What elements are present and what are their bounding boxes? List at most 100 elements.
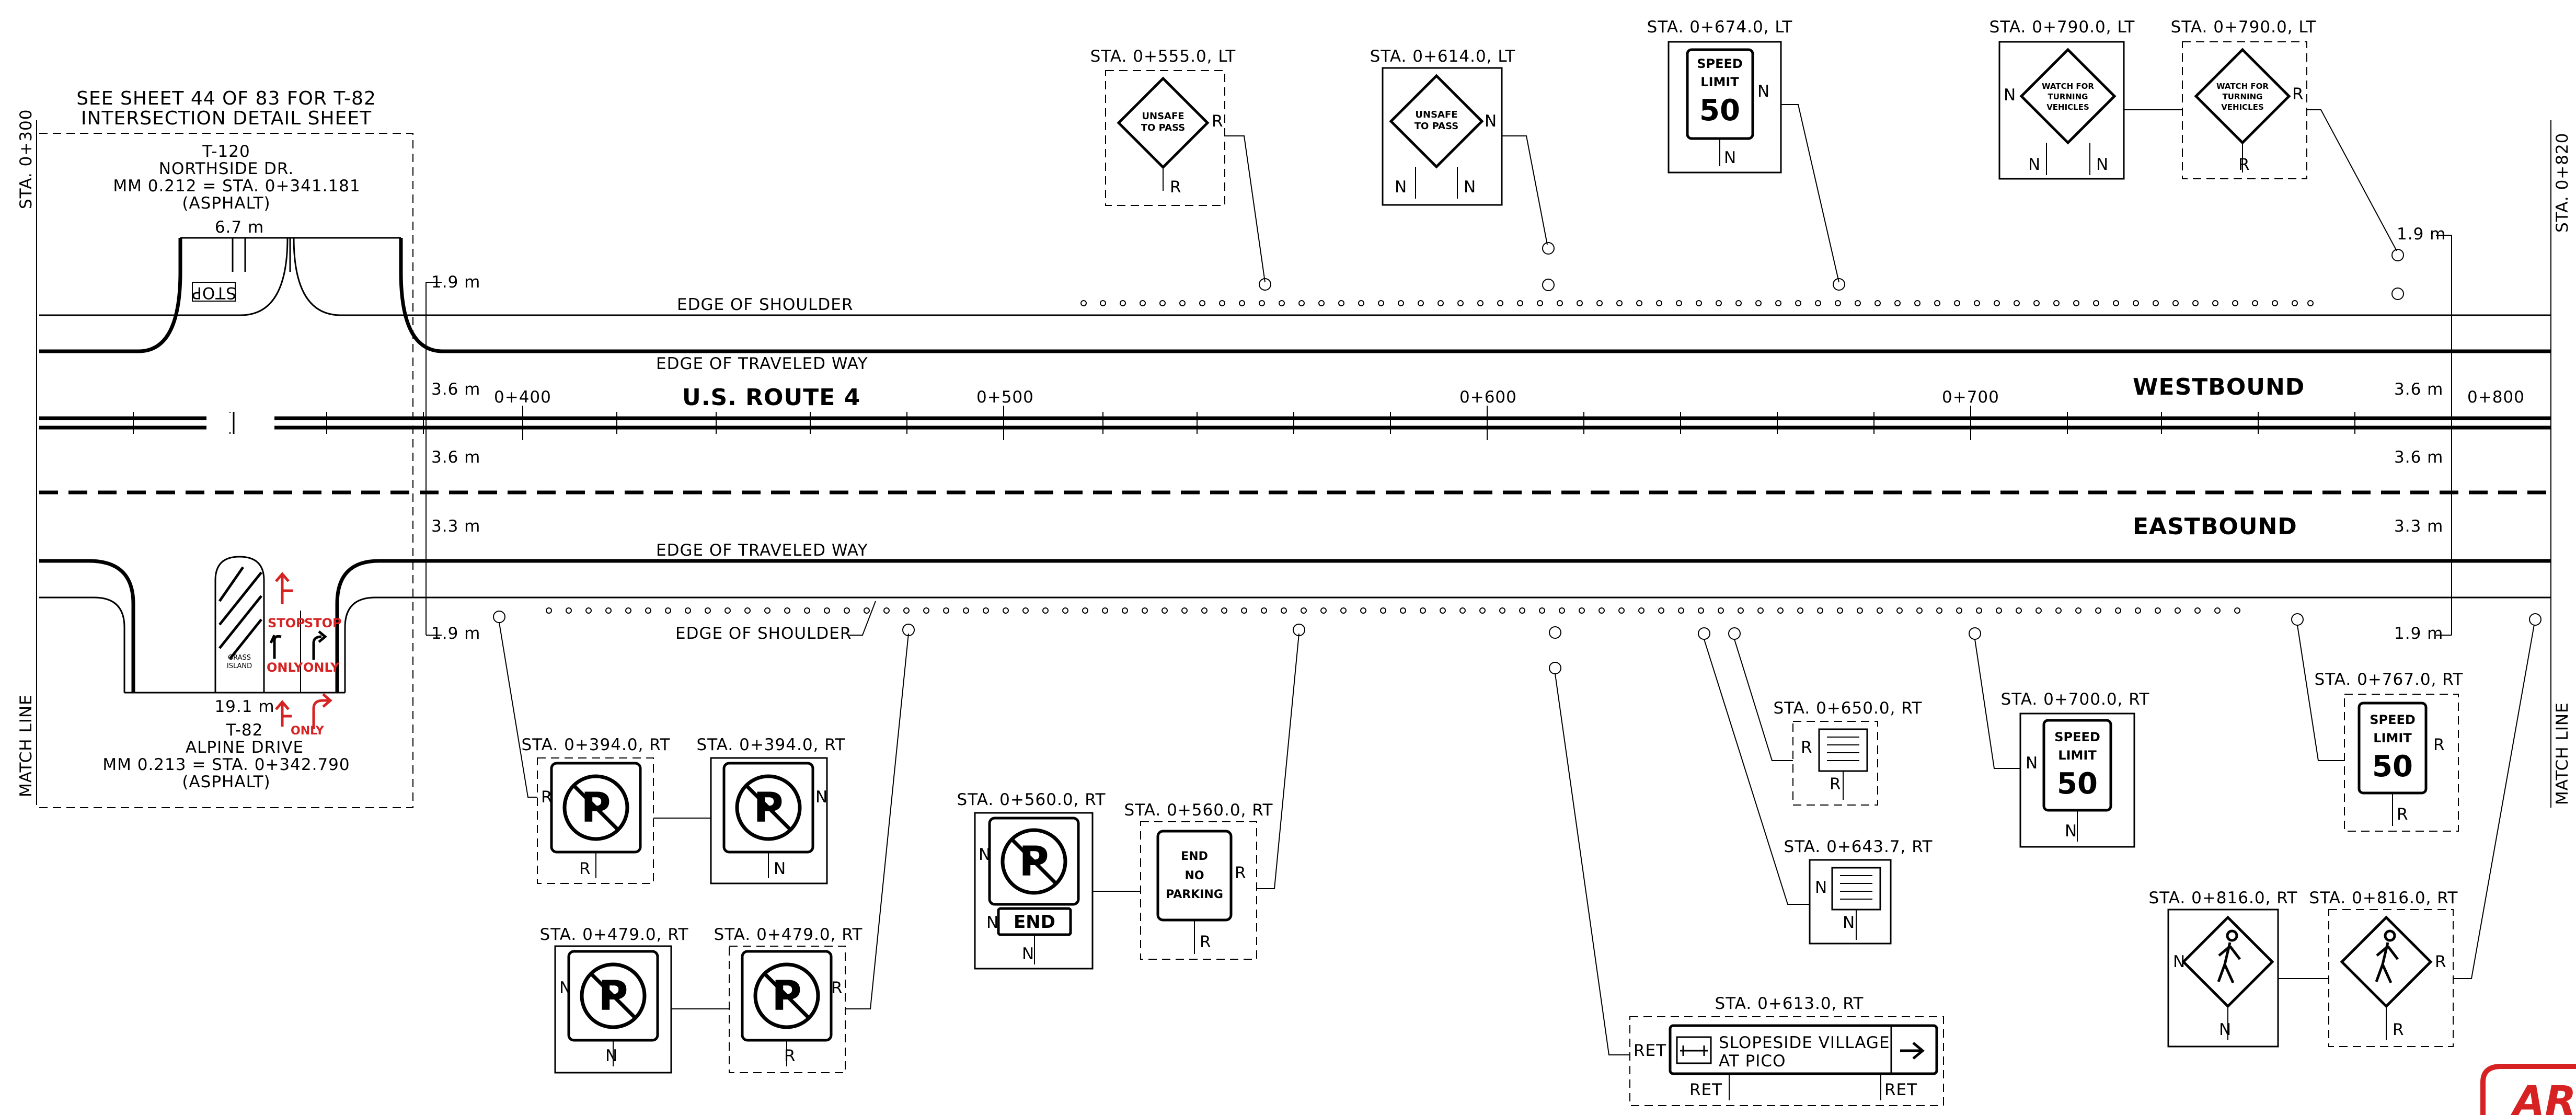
no-parking-circle xyxy=(753,962,820,1029)
no-parking-slash xyxy=(590,972,637,1019)
sign-code: R xyxy=(579,859,591,878)
dim-right-eb-lane-1: 3.6 m xyxy=(2394,448,2443,467)
dim-right-shoulder-top: 1.9 m xyxy=(2397,225,2446,244)
sign-code: N xyxy=(2065,822,2077,841)
station-0500: 0+500 xyxy=(976,388,1034,407)
sign-station-label: STA. 0+560.0, RT xyxy=(1124,801,1273,820)
sign-location-marker xyxy=(1969,627,1981,640)
leader-line xyxy=(2307,109,2397,251)
sign-text-1: SPEED xyxy=(1697,56,1743,71)
match-line-right-label: MATCH LINE xyxy=(2553,702,2572,805)
sign-location-marker xyxy=(2291,613,2304,626)
right-arrow-icon xyxy=(1900,1042,1925,1060)
sign-station-label: STA. 0+394.0, RT xyxy=(522,735,671,754)
sign-location-marker xyxy=(1698,627,1710,640)
sign-code: N xyxy=(2219,1020,2232,1039)
sign-group-700-rt: STA. 0+700.0, RT SPEED LIMIT 50 N N xyxy=(1969,627,2149,848)
sign-box xyxy=(2019,712,2135,848)
sign-code: N xyxy=(1724,148,1736,167)
sign-text-1: WATCH FOR xyxy=(2042,82,2094,91)
sign-proposed-box xyxy=(537,757,654,884)
pedestrian-icon xyxy=(2375,929,2399,984)
sign-code: N xyxy=(1843,913,1855,932)
stop-bar-north xyxy=(192,282,236,302)
sign-code: N xyxy=(815,788,828,807)
leader-line xyxy=(2453,624,2535,979)
island-hatch xyxy=(218,566,262,660)
island-label-1: GRASS xyxy=(228,654,251,662)
sign-station-label: STA. 0+790.0, LT xyxy=(2171,18,2317,37)
sign-text-2: LIMIT xyxy=(1700,75,1739,89)
sign-station-label: STA. 0+643.7, RT xyxy=(1784,837,1933,856)
shoulder-delineators-north xyxy=(1080,300,2314,306)
sign-code: RET xyxy=(1689,1080,1722,1099)
sign-text-1: END xyxy=(1181,850,1208,863)
sign-proposed-box xyxy=(1792,721,1878,806)
edge-of-traveled-way-north-label: EDGE OF TRAVELED WAY xyxy=(656,354,868,373)
black-turn-arrows xyxy=(269,630,327,660)
eastbound-label: EASTBOUND xyxy=(2133,513,2297,540)
leader-line xyxy=(845,633,909,1009)
pedestrian-crossing-sign xyxy=(2181,915,2274,1008)
sign-code: R xyxy=(1801,738,1813,757)
sign-group-767-rt: STA. 0+767.0, RT SPEED LIMIT 50 R R xyxy=(2291,613,2463,832)
dim-left-eb-lane-2: 3.3 m xyxy=(431,517,480,536)
sign-text-3: PARKING xyxy=(1166,888,1223,901)
sign-group-394-rt: STA. 0+394.0, RT P R R STA. 0+394.0, RT … xyxy=(493,611,845,884)
red-only-1: ONLY xyxy=(267,660,303,675)
sign-code: N xyxy=(1815,878,1827,897)
sign-box xyxy=(1668,41,1782,174)
island-label-2: ISLAND xyxy=(227,662,252,670)
sign-text-2: TO PASS xyxy=(1141,122,1185,133)
guide-sign-text-1: SLOPESIDE VILLAGE xyxy=(1719,1033,1890,1052)
sign-code: N xyxy=(1464,178,1476,197)
sign-proposed-box xyxy=(1140,821,1257,960)
south-traveled-way xyxy=(335,559,2551,693)
grass-island xyxy=(214,556,265,693)
dim-left-wb-lane: 3.6 m xyxy=(431,380,480,399)
sign-group-643-rt: STA. 0+643.7, RT N N xyxy=(1704,639,1933,945)
north-traveled-way-left xyxy=(39,238,182,353)
north-road-surface: (ASPHALT) xyxy=(182,194,270,213)
sign-station-label: STA. 0+560.0, RT xyxy=(957,790,1106,809)
leader-line xyxy=(1555,673,1630,1055)
leader-line xyxy=(1225,135,1266,283)
sign-code: R xyxy=(784,1047,796,1065)
sign-code: N xyxy=(1485,112,1497,131)
north-shoulder-edge-left xyxy=(39,237,289,316)
object-marker-stripes xyxy=(1840,875,1872,900)
object-marker-sign xyxy=(1831,867,1881,911)
company-logo: AR xyxy=(2480,1064,2576,1115)
red-lane-markings: STOP STOP ONLY ONLY ONLY xyxy=(267,572,342,738)
sign-code: R xyxy=(1170,178,1182,197)
see-sheet-line-1: SEE SHEET 44 OF 83 FOR T-82 xyxy=(76,88,376,109)
guide-sign-text-2: AT PICO xyxy=(1719,1052,1786,1071)
station-0600: 0+600 xyxy=(1459,388,1517,407)
sign-location-marker xyxy=(1542,279,1555,291)
south-shoulder-left xyxy=(39,596,125,693)
sign-code: R xyxy=(1200,933,1212,951)
shoulder-delineators-south xyxy=(546,607,2240,614)
see-sheet-line-2: INTERSECTION DETAIL SHEET xyxy=(81,108,372,129)
northside-dr-lines xyxy=(232,238,291,272)
south-road-width: 19.1 m xyxy=(214,697,274,716)
sign-code: N xyxy=(2028,155,2041,174)
sign-text-3: VEHICLES xyxy=(2221,102,2264,112)
north-shoulder-edge xyxy=(293,237,2551,316)
sign-group-479-rt: STA. 0+479.0, RT P N N STA. 0+479.0, RT … xyxy=(540,624,915,1074)
match-line-left-label: MATCH LINE xyxy=(17,694,36,797)
north-road-name: NORTHSIDE DR. xyxy=(159,159,294,178)
red-left-arrow-1 xyxy=(275,572,293,604)
sign-code: R xyxy=(1830,775,1842,794)
sign-box xyxy=(1809,859,1892,945)
south-road-name: ALPINE DRIVE xyxy=(186,738,304,757)
no-parking-slash xyxy=(763,972,810,1019)
sign-station-label: STA. 0+816.0, RT xyxy=(2149,889,2298,907)
guide-sign xyxy=(1669,1024,1938,1075)
edge-of-shoulder-south-label: EDGE OF SHOULDER xyxy=(675,624,852,643)
sign-location-marker xyxy=(2391,288,2404,300)
intersection-info-block: SEE SHEET 44 OF 83 FOR T-82 INTERSECTION… xyxy=(39,88,413,808)
station-right-label: STA. 0+820 xyxy=(2553,133,2572,233)
sign-station-label: STA. 0+650.0, RT xyxy=(1774,699,1923,718)
sign-text-2: LIMIT xyxy=(2373,731,2412,745)
